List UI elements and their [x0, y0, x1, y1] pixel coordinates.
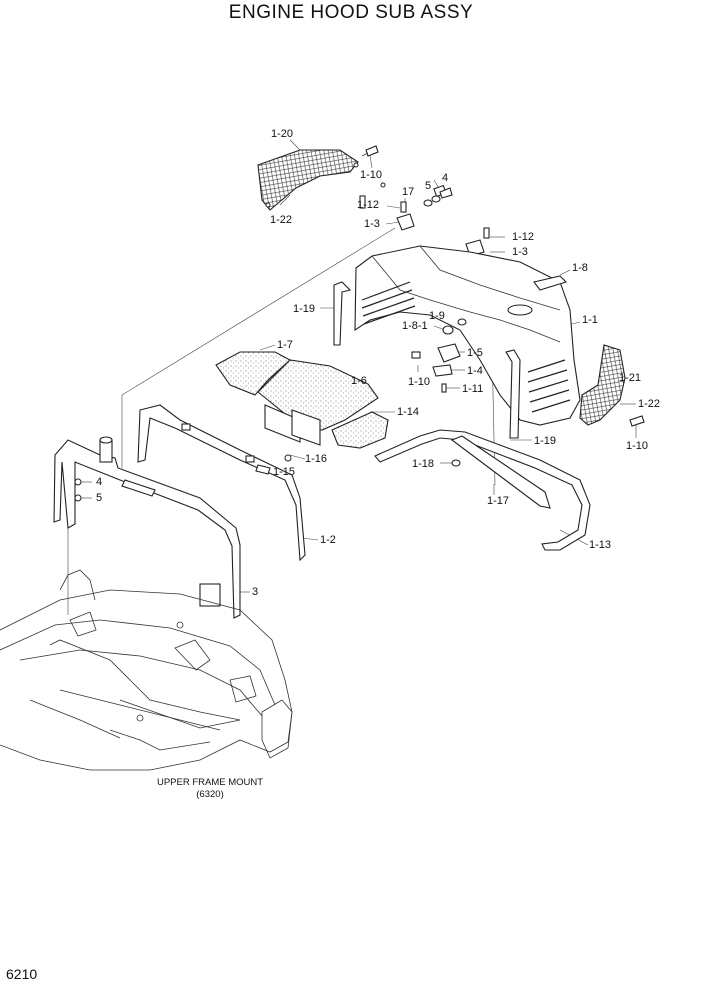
part-1-14-insulation-pad	[331, 411, 389, 449]
callout-4: 4	[96, 476, 103, 488]
callout-1-22: 1-22	[270, 214, 293, 226]
callout-1-14: 1-14	[397, 406, 420, 418]
callout-1-18: 1-18	[412, 458, 435, 470]
callout-1-8: 1-8	[572, 262, 588, 274]
callout-1-10: 1-10	[360, 169, 383, 181]
callout-1-10: 1-10	[626, 440, 649, 452]
callout-1-3: 1-3	[512, 246, 528, 258]
callout-1-4: 1-4	[467, 365, 483, 377]
callout-1-15: 1-15	[273, 466, 296, 478]
callout-1-21: 1-21	[619, 372, 642, 384]
callout-1-16: 1-16	[305, 453, 328, 465]
callout-1-7: 1-7	[277, 339, 293, 351]
callout-1-20: 1-20	[271, 128, 294, 140]
callout-1-13: 1-13	[589, 539, 612, 551]
part-1-10-bolt	[361, 145, 386, 188]
upper-frame-caption-title: UPPER FRAME MOUNT	[156, 777, 264, 788]
part-1-8-handle	[533, 275, 568, 291]
part-1-2-support-bracket	[137, 404, 306, 562]
page-title: ENGINE HOOD SUB ASSY	[228, 2, 474, 23]
part-1-1-engine-hood	[354, 245, 581, 426]
hardware-1-15-1-16	[255, 454, 292, 475]
callout-1-17: 1-17	[487, 495, 510, 507]
callout-1-2: 1-2	[320, 534, 336, 546]
callout-4: 4	[442, 172, 449, 184]
part-1-19-seals	[333, 281, 521, 439]
callout-1-12: 1-12	[357, 199, 380, 211]
callout-5: 5	[96, 492, 103, 504]
callout-1-8-1: 1-8-1	[402, 320, 428, 332]
callout-1-11: 1-11	[462, 383, 484, 395]
part-1-17-trim-strip	[450, 435, 551, 509]
part-1-6-insulation-pad	[257, 359, 379, 446]
callout-17: 17	[402, 186, 415, 198]
callout-3: 3	[252, 586, 259, 598]
part-1-13-edge-seal	[374, 429, 591, 551]
callout-1-19: 1-19	[293, 303, 316, 315]
callout-1-9: 1-9	[429, 310, 445, 322]
callout-1-5: 1-5	[467, 347, 483, 359]
latch-hardware	[411, 318, 467, 393]
callout-1-6: 1-6	[351, 375, 367, 387]
callout-1-1: 1-1	[582, 314, 598, 326]
callout-1-10: 1-10	[408, 376, 431, 388]
part-1-21-mesh-screen	[579, 344, 645, 427]
upper-frame-mount-drawing	[0, 569, 293, 771]
part-1-7-insulation-pad	[215, 351, 291, 396]
callout-1-12: 1-12	[512, 231, 535, 243]
upper-frame-caption: UPPER FRAME MOUNT (6320)	[120, 777, 300, 801]
page-number: 6210	[6, 966, 38, 982]
callout-1-3: 1-3	[364, 218, 380, 230]
callout-5: 5	[425, 180, 432, 192]
callout-1-19: 1-19	[534, 435, 557, 447]
hardware-bolts-upper	[359, 184, 490, 239]
callout-1-22: 1-22	[638, 398, 661, 410]
part-1-20-mesh-screen	[257, 149, 359, 211]
part-1-18-bolt	[451, 459, 461, 467]
part-3-hood-frame	[53, 436, 241, 619]
upper-frame-caption-ref: (6320)	[196, 789, 224, 800]
